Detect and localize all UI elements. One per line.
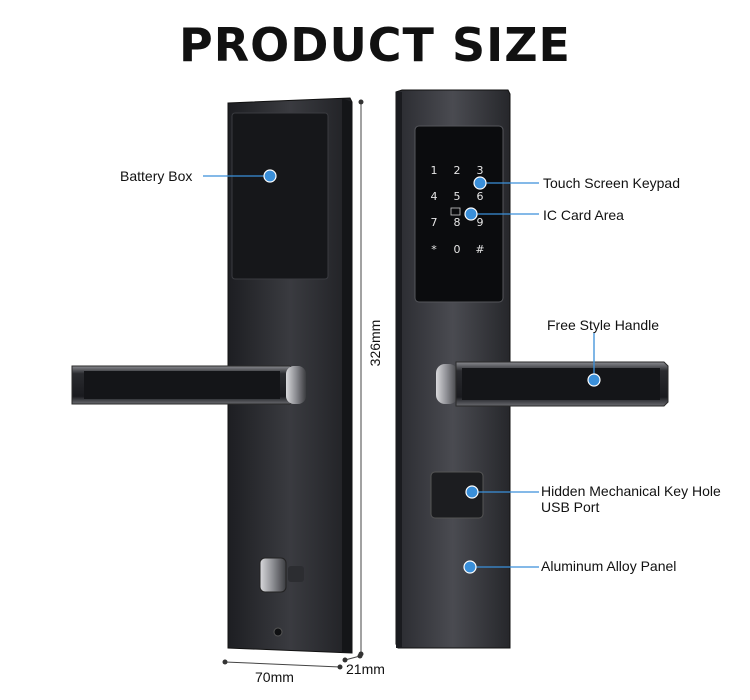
ic-card-label: IC Card Area [543, 207, 624, 223]
depth-dim-right-dot [357, 653, 363, 659]
height-dim-top-dot [358, 99, 364, 105]
outside-handle [436, 361, 669, 407]
usb-port-label: USB Port [541, 499, 600, 515]
panel-label: Aluminum Alloy Panel [541, 558, 677, 574]
keypad-key: 8 [454, 216, 461, 229]
keypad-key: 6 [477, 190, 484, 203]
handle-label: Free Style Handle [547, 317, 660, 333]
keypad-key: 1 [431, 164, 438, 177]
key-hole-cover [430, 471, 484, 519]
keypad-keys: 1 2 3 4 5 6 7 8 9 * 0 # [431, 164, 485, 256]
touch-keypad-dot [473, 176, 487, 190]
keypad-key: * [431, 243, 437, 256]
keypad-key: 9 [477, 216, 484, 229]
keypad-key: 2 [454, 164, 461, 177]
panel-dot [463, 560, 477, 574]
battery-box [231, 112, 329, 280]
width-dim-right-dot [337, 664, 343, 670]
keypad-key: # [475, 243, 484, 256]
key-hole-dot [465, 485, 479, 499]
ic-card-dot [464, 207, 478, 221]
depth-dim-left-dot [342, 657, 348, 663]
key-hole-label: Hidden Mechanical Key Hole [541, 483, 721, 499]
battery-box-dot [263, 169, 277, 183]
keypad-key: 4 [431, 190, 438, 203]
keypad-key: 7 [431, 216, 438, 229]
inside-handle [71, 365, 306, 405]
battery-box-label: Battery Box [120, 168, 193, 184]
inside-screw [273, 627, 283, 637]
keypad-key: 3 [477, 164, 484, 177]
dimension-lines [224, 102, 362, 668]
thumb-turn [259, 557, 287, 593]
keypad-key: 5 [454, 190, 461, 203]
height-dimension: 326mm [367, 319, 383, 367]
page-title: PRODUCT SIZE [179, 18, 571, 72]
callout-lines [203, 175, 595, 568]
ic-card-icon [450, 207, 461, 216]
width-dim-left-dot [222, 659, 228, 665]
keypad-key: 0 [454, 243, 461, 256]
handle-dot [587, 373, 601, 387]
touch-keypad-label: Touch Screen Keypad [543, 175, 680, 191]
depth-dimension: 21mm [346, 661, 385, 677]
width-dimension: 70mm [255, 669, 294, 685]
